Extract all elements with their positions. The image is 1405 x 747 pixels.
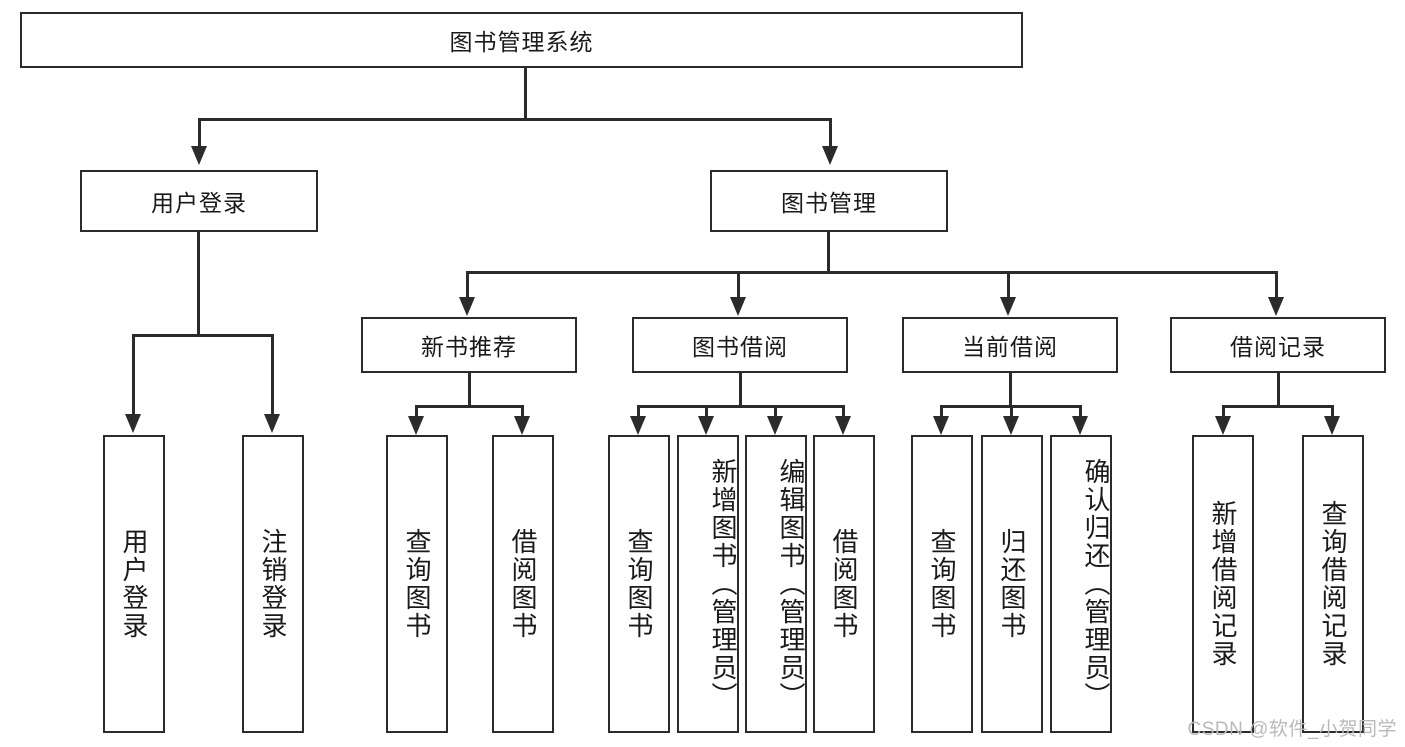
node-label: 新增图书（管理员） [708, 458, 738, 710]
leaf-current-confirm-return-admin[interactable]: 确认归还（管理员） [1050, 435, 1112, 733]
node-label: 新书推荐 [421, 334, 517, 360]
arrowhead-book-borrow [730, 297, 746, 316]
leaf-current-return-books[interactable]: 归还图书 [981, 435, 1043, 733]
leaf-user-login[interactable]: 用户登录 [103, 435, 165, 733]
connector-new-book-bus [415, 405, 523, 408]
arrowhead-book-borrow-leaf-2 [698, 416, 714, 435]
arrowhead-user-login-leaf-1 [125, 414, 141, 433]
arrowhead-new-book [459, 297, 475, 316]
arrowhead-new-book-leaf-2 [514, 416, 530, 435]
node-label: 借阅图书 [508, 528, 539, 640]
connector-book-manage-child-3 [1007, 271, 1010, 299]
node-borrow-records[interactable]: 借阅记录 [1170, 317, 1386, 373]
node-label: 新增借阅记录 [1208, 500, 1239, 668]
connector-borrow-records-stem [1277, 373, 1280, 407]
connector-book-borrow-bus [637, 405, 845, 408]
connector-book-borrow-leaf-1 [637, 405, 640, 419]
node-label: 用户登录 [119, 528, 150, 640]
leaf-borrow-query-books[interactable]: 查询图书 [608, 435, 670, 733]
arrowhead-current-borrow-leaf-3 [1072, 416, 1088, 435]
arrowhead-current-borrow-leaf-1 [933, 416, 949, 435]
connector-book-manage-stem [827, 232, 830, 274]
arrowhead-borrow-records-leaf-1 [1215, 416, 1231, 435]
leaf-new-book-query-books[interactable]: 查询图书 [386, 435, 448, 733]
connector-current-borrow-leaf-1 [940, 405, 943, 419]
connector-new-book-leaf-2 [521, 405, 524, 419]
node-label: 编辑图书（管理员） [776, 458, 806, 710]
connector-new-book-leaf-1 [415, 405, 418, 419]
connector-book-manage-child-1 [466, 271, 469, 299]
node-label: 图书管理系统 [449, 29, 594, 55]
connector-borrow-records-leaf-1 [1222, 405, 1225, 419]
connector-book-borrow-leaf-4 [842, 405, 845, 419]
connector-root-to-user-login [198, 118, 201, 148]
connector-book-borrow-stem [739, 373, 742, 407]
node-label: 确认归还（管理员） [1081, 458, 1111, 710]
node-book-borrow[interactable]: 图书借阅 [632, 317, 848, 373]
node-label: 查询借阅记录 [1318, 500, 1349, 668]
node-user-login[interactable]: 用户登录 [80, 170, 318, 232]
node-label: 借阅图书 [829, 528, 860, 640]
node-book-management[interactable]: 图书管理 [710, 170, 948, 232]
arrowhead-book-borrow-leaf-3 [767, 416, 783, 435]
connector-book-manage-child-2 [737, 271, 740, 299]
arrowhead-borrow-records [1268, 297, 1284, 316]
connector-root-bus [198, 118, 832, 121]
node-root-system[interactable]: 图书管理系统 [20, 12, 1023, 68]
connector-borrow-records-bus [1222, 405, 1334, 408]
arrowhead-current-borrow [1000, 297, 1016, 316]
arrowhead-to-book-manage [822, 146, 838, 165]
connector-root-stem [524, 68, 527, 120]
node-label: 图书管理 [781, 190, 877, 216]
leaf-logout[interactable]: 注销登录 [242, 435, 304, 733]
node-new-book-recommend[interactable]: 新书推荐 [361, 317, 577, 373]
leaf-borrow-edit-book-admin[interactable]: 编辑图书（管理员） [745, 435, 807, 733]
arrowhead-book-borrow-leaf-4 [835, 416, 851, 435]
connector-book-manage-child-4 [1275, 271, 1278, 299]
leaf-records-query-record[interactable]: 查询借阅记录 [1302, 435, 1364, 733]
connector-borrow-records-leaf-2 [1331, 405, 1334, 419]
connector-current-borrow-stem [1009, 373, 1012, 407]
connector-new-book-stem [468, 373, 471, 407]
arrowhead-new-book-leaf-1 [408, 416, 424, 435]
connector-root-to-book-manage [829, 118, 832, 148]
connector-user-login-stem [197, 232, 200, 336]
arrowhead-current-borrow-leaf-2 [1003, 416, 1019, 435]
node-label: 归还图书 [997, 528, 1028, 640]
arrowhead-user-login-leaf-2 [264, 414, 280, 433]
node-label: 当前借阅 [962, 334, 1058, 360]
leaf-borrow-borrow-books[interactable]: 借阅图书 [813, 435, 875, 733]
arrowhead-borrow-records-leaf-2 [1324, 416, 1340, 435]
node-label: 图书借阅 [692, 334, 788, 360]
arrowhead-book-borrow-leaf-1 [630, 416, 646, 435]
node-label: 借阅记录 [1230, 334, 1326, 360]
node-label: 注销登录 [258, 528, 289, 640]
node-label: 查询图书 [402, 528, 433, 640]
csdn-watermark: CSDN @软件_小贺同学 [1187, 719, 1397, 740]
leaf-new-book-borrow-books[interactable]: 借阅图书 [492, 435, 554, 733]
node-label: 查询图书 [624, 528, 655, 640]
connector-user-login-bus [132, 334, 274, 337]
connector-current-borrow-leaf-2 [1010, 405, 1013, 419]
connector-user-login-leaf-2 [271, 334, 274, 416]
connector-book-manage-bus [466, 271, 1278, 274]
node-label: 用户登录 [151, 190, 247, 216]
connector-book-borrow-leaf-3 [774, 405, 777, 419]
leaf-records-add-record[interactable]: 新增借阅记录 [1192, 435, 1254, 733]
connector-user-login-leaf-1 [132, 334, 135, 416]
connector-book-borrow-leaf-2 [705, 405, 708, 419]
arrowhead-to-user-login [191, 146, 207, 165]
leaf-borrow-add-book-admin[interactable]: 新增图书（管理员） [677, 435, 739, 733]
node-label: 查询图书 [927, 528, 958, 640]
leaf-current-query-books[interactable]: 查询图书 [911, 435, 973, 733]
connector-current-borrow-leaf-3 [1079, 405, 1082, 419]
node-current-borrow[interactable]: 当前借阅 [902, 317, 1118, 373]
